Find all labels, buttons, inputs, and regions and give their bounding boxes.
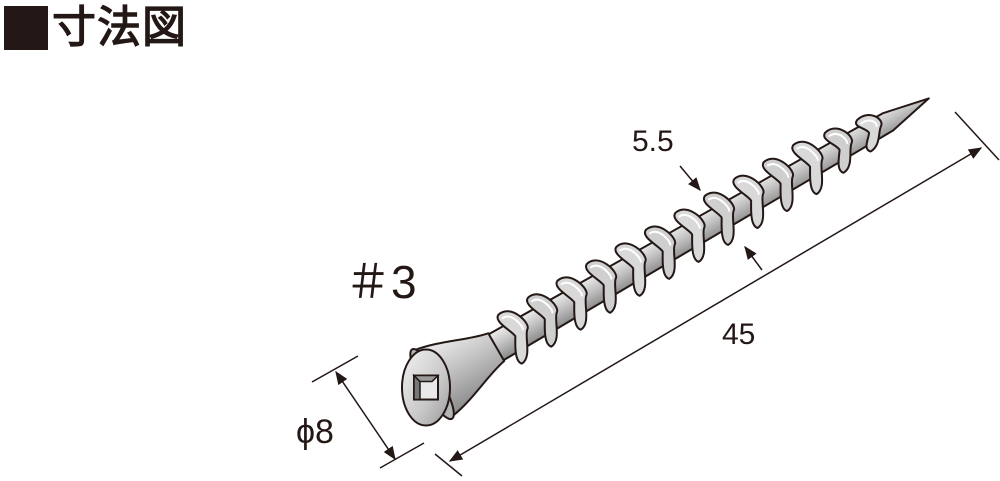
thread-diameter-label: 5.5 <box>632 125 674 158</box>
length-dimension: 45 <box>434 111 1000 477</box>
head-diameter-label: ϕ8 <box>296 413 334 451</box>
drive-size-label: ＃3 <box>345 256 417 308</box>
page-heading: 寸法図 <box>4 2 187 54</box>
length-label: 45 <box>722 318 755 351</box>
heading-square-icon <box>4 6 48 50</box>
page-title: 寸法図 <box>52 2 187 53</box>
screw <box>401 97 930 427</box>
thread-highlight <box>828 133 849 145</box>
thread-diameter-dimension: 5.5 <box>632 125 763 271</box>
thread-highlight <box>860 119 878 128</box>
square-drive-recess-icon <box>412 373 440 401</box>
head-diameter-dimension: ϕ8 <box>296 355 425 469</box>
